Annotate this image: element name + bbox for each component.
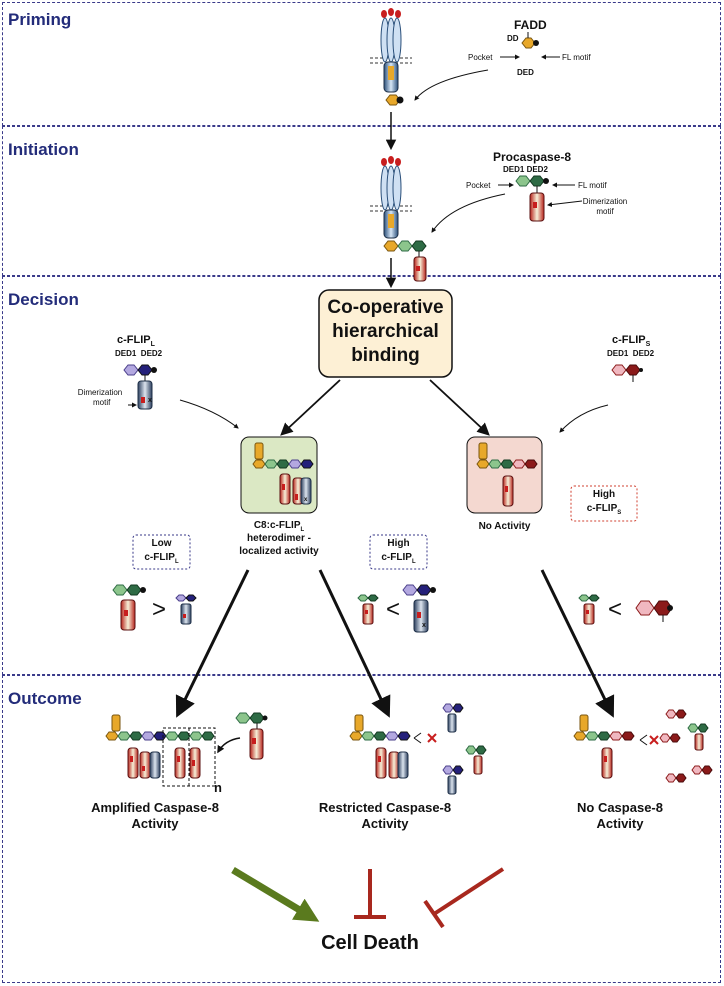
procaspase-ded-labels: DED1 DED2 (503, 165, 548, 174)
cflip-l-molecule: x (123, 364, 157, 410)
initiation-panel (2, 126, 721, 276)
svg-text:x: x (148, 397, 152, 404)
amplified-complex (105, 712, 268, 787)
decision-panel (2, 276, 721, 675)
heterodimer-complex: x (252, 442, 314, 505)
c8-cflip-s-complex (476, 442, 538, 507)
cflip-s-name: c-FLIP (612, 334, 646, 346)
high-cflipl-box (369, 534, 428, 570)
fadd-molecule (521, 32, 539, 49)
coop-line-3: binding (351, 345, 420, 366)
procaspase-pocket-label: Pocket (466, 181, 491, 190)
high-cflipl-comparison: x (357, 584, 436, 633)
coop-line-2: hierarchical (332, 321, 439, 342)
no-activity-label: No Activity (478, 521, 531, 532)
fadd-pocket-label: Pocket (468, 53, 493, 62)
svg-text:x: x (304, 497, 308, 503)
heterodimer-label-2: heterodimer - (247, 533, 311, 544)
greater-than-sign: > (152, 596, 167, 623)
heterodimer-label-3: localized activity (239, 546, 319, 557)
cflip-l-dimer-label-2: motif (93, 398, 111, 407)
cflip-l-sub: L (150, 341, 155, 349)
procaspase-fl-motif-label: FL motif (578, 181, 607, 190)
cflip-l-name: c-FLIP (117, 334, 151, 346)
section-title-decision: Decision (8, 290, 79, 309)
cflip-s-sub: S (645, 341, 651, 349)
no-activity-complex (573, 709, 713, 783)
heterodimer-sub: L (300, 527, 305, 533)
activation-arrow (231, 866, 320, 922)
cflip-l-title: c-FLIPL (117, 334, 155, 348)
death-receptor-priming (370, 8, 412, 106)
fadd-dd-label: DD (507, 34, 519, 43)
no-caspase-label-2: Activity (596, 816, 644, 831)
cell-death-label: Cell Death (321, 932, 419, 954)
low-cflipl-comparison (112, 584, 197, 631)
section-title-priming: Priming (8, 10, 72, 29)
cflip-s-ded-labels: DED1 DED2 (607, 349, 655, 358)
amplified-label-1: Amplified Caspase-8 (91, 800, 219, 815)
amplification-n-label: n (214, 780, 222, 795)
high-cflips-box (570, 485, 638, 522)
high-cflipl-label-2: c-FLIPL (370, 552, 427, 565)
procaspase-8-title: Procaspase-8 (493, 150, 572, 164)
cflip-s-title: c-FLIPS (612, 334, 650, 348)
cflip-s-molecule (611, 364, 643, 382)
restricted-label-1: Restricted Caspase-8 (318, 800, 452, 815)
high-cflips-sub: S (617, 510, 622, 516)
restricted-label-2: Activity (361, 816, 409, 831)
fadd-ded-label: DED (517, 68, 534, 77)
cflip-l-dimer-label-1: Dimerization (77, 388, 123, 397)
low-cflipl-label-2: c-FLIPL (133, 552, 190, 565)
low-cflipl-label-1: Low (151, 538, 172, 549)
inhibition-line-none (432, 867, 505, 916)
section-title-initiation: Initiation (8, 140, 79, 159)
high-cflips-comparison (578, 594, 673, 625)
high-cflips-label-2: c-FLIPS (571, 503, 637, 516)
restricted-complex (349, 703, 487, 795)
outcome-panel (2, 675, 721, 983)
svg-text:x: x (422, 622, 426, 629)
high-cflipl-label-1: High (387, 538, 410, 549)
high-cflips-name: c-FLIP (586, 503, 618, 514)
less-than-sign-2: < (608, 596, 623, 623)
death-receptor-initiation (370, 156, 427, 282)
coop-line-1: Co-operative (327, 297, 444, 318)
procaspase-dimerization-label-2: motif (596, 207, 614, 216)
no-caspase-label-1: No Caspase-8 (577, 800, 663, 815)
section-title-outcome: Outcome (8, 689, 82, 708)
heterodimer-label-1: C8:c-FLIPL (229, 520, 329, 533)
procaspase-8-molecule (515, 175, 549, 222)
low-cflipl-box (132, 534, 191, 570)
low-cflipl-sub: L (174, 559, 179, 565)
low-cflipl-name: c-FLIP (144, 552, 175, 563)
coop-binding-box (318, 289, 453, 378)
procaspase-dimerization-label-1: Dimerization (582, 197, 628, 206)
cflip-l-ded-labels: DED1 DED2 (115, 349, 163, 358)
high-cflipl-sub: L (411, 559, 416, 565)
priming-panel (2, 2, 721, 126)
amplified-label-2: Activity (131, 816, 179, 831)
high-cflipl-name: c-FLIP (381, 552, 412, 563)
less-than-sign-1: < (386, 596, 401, 623)
fadd-fl-motif-label: FL motif (562, 53, 591, 62)
heterodimer-name: C8:c-FLIP (253, 520, 301, 531)
fadd-title: FADD (514, 18, 547, 32)
high-cflips-label-1: High (592, 489, 616, 500)
